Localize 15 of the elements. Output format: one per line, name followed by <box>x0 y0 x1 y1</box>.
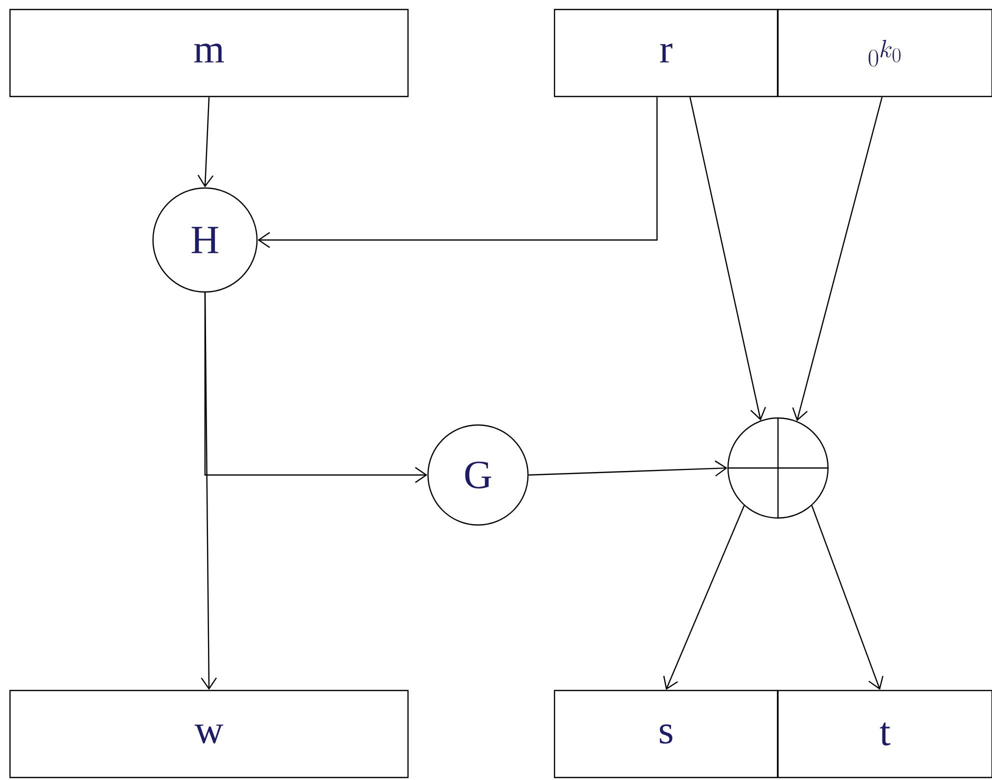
field-box: $0^{k_0}$ <box>777 8 992 98</box>
arrow <box>689 96 766 420</box>
arrow <box>198 97 214 188</box>
arrow <box>258 97 658 248</box>
field-box: r <box>554 8 778 98</box>
field-box: s <box>554 690 778 778</box>
arrow <box>528 460 728 476</box>
field-box: w <box>9 690 409 778</box>
field-box: m <box>9 8 409 98</box>
arrow <box>811 505 884 690</box>
arrow <box>792 96 883 422</box>
arrow <box>204 292 428 483</box>
arrow <box>663 505 745 690</box>
field-box: t <box>777 690 992 778</box>
xor-circle <box>727 417 829 519</box>
